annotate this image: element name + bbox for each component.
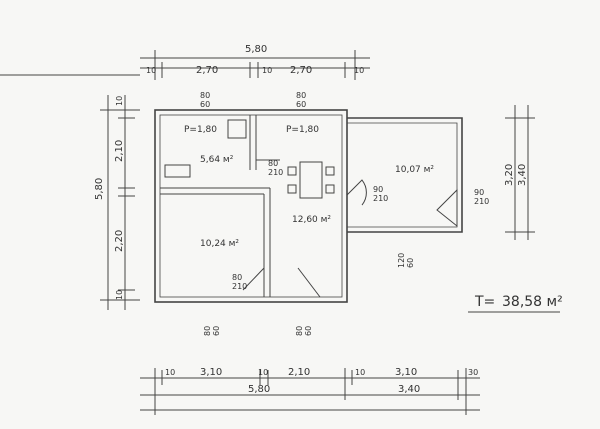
dim-bottom-g: 30 — [468, 368, 478, 377]
opening-door-kitchen: 80 210 — [268, 159, 283, 177]
dim-top-b: 2,70 — [196, 65, 218, 76]
dim-bottom-c: 10 — [258, 368, 268, 377]
inner-wall-main — [159, 114, 343, 298]
dim-left-total: 5,80 — [94, 178, 105, 200]
dim-top-a: 10 — [146, 66, 156, 75]
opening-door-ext: 90 210 — [474, 188, 489, 206]
chair — [325, 166, 335, 176]
dim-left-d: 10 — [115, 290, 124, 300]
opening-win-top-mid: 80 60 — [296, 91, 309, 109]
chair — [325, 184, 335, 194]
opening-win-bottom-left: 80 60 — [203, 323, 221, 336]
dim-right-a: 3,20 — [504, 164, 515, 186]
outer-wall-main — [154, 109, 348, 303]
dim-top-total: 5,80 — [245, 44, 267, 55]
total-value: 38,58 м² — [502, 294, 563, 310]
inner-wall-annex — [347, 122, 458, 228]
fixture — [227, 119, 247, 139]
dim-top-e: 10 — [354, 66, 364, 75]
dim-bottom-total-right: 3,40 — [398, 384, 420, 395]
dim-bottom-f: 3,10 — [395, 367, 417, 378]
room-p-left: P=1,80 — [184, 125, 217, 135]
dim-top-c: 10 — [262, 66, 272, 75]
dim-top-d: 2,70 — [290, 65, 312, 76]
opening-door-right: 90 210 — [373, 185, 388, 203]
dim-left-c: 2,20 — [114, 230, 125, 252]
door-swing — [297, 267, 321, 298]
chair — [287, 166, 297, 176]
dim-left-a: 10 — [115, 96, 124, 106]
outer-wall-annex — [347, 117, 463, 233]
room-living-area: 12,60 м² — [292, 215, 331, 225]
opening-win-bottom-mid: 80 60 — [295, 323, 313, 336]
dim-bottom-e: 10 — [355, 368, 365, 377]
chair — [287, 184, 297, 194]
door-swing — [242, 266, 265, 291]
door-swing — [436, 188, 458, 228]
room-p-mid: P=1,80 — [286, 125, 319, 135]
dim-right-b: 3,40 — [517, 164, 528, 186]
dim-bottom-d: 2,10 — [288, 367, 310, 378]
dim-bottom-b: 3,10 — [200, 367, 222, 378]
room-right-area: 10,07 м² — [395, 165, 434, 175]
opening-win-top-left: 80 60 — [200, 91, 213, 109]
dim-bottom-total-left: 5,80 — [248, 384, 270, 395]
room-room-area: 10,24 м² — [200, 239, 239, 249]
dim-left-b: 2,10 — [114, 140, 125, 162]
opening-win-right: 120 60 — [397, 250, 415, 268]
dining-table — [299, 161, 323, 199]
room-kitchen-area: 5,64 м² — [200, 155, 234, 165]
door-swing — [346, 179, 367, 206]
opening-door-room: 80 210 — [232, 273, 247, 291]
fixture — [164, 164, 191, 178]
total-label: T= — [474, 294, 495, 310]
dim-bottom-a: 10 — [165, 368, 175, 377]
